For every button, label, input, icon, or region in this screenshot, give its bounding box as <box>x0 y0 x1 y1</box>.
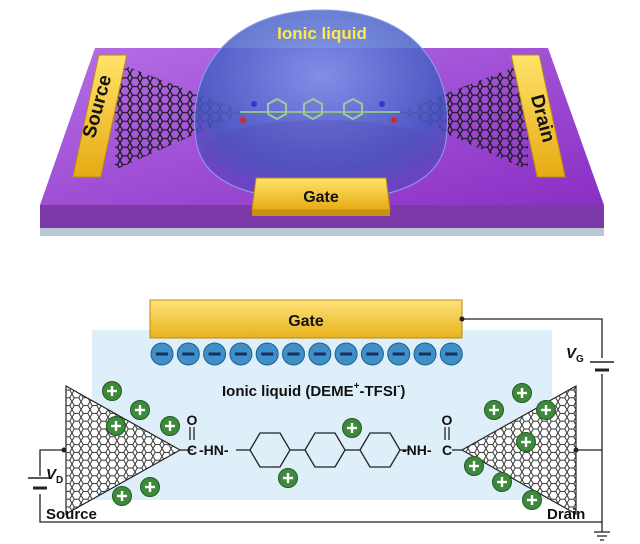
drain-label-bottom: Drain <box>547 506 585 523</box>
anion <box>439 342 463 366</box>
atom-o-left <box>240 117 246 123</box>
source-label-bottom: Source <box>46 506 97 523</box>
anion <box>203 342 227 366</box>
top-device: Source Drain Ionic liquid Gate <box>40 9 604 236</box>
ionic-liquid-label: Ionic liquid <box>277 24 367 43</box>
anion <box>150 342 174 366</box>
circuit-wires <box>39 318 603 532</box>
gate-label-bottom: Gate <box>288 313 324 330</box>
cation <box>522 490 542 510</box>
vd-label: VD <box>46 466 63 486</box>
graphene-left <box>115 62 245 170</box>
chem-hn: -HN- <box>199 442 229 458</box>
atom-o-right <box>391 117 397 123</box>
gate-electrode-top-side <box>252 210 390 216</box>
vg-label: VG <box>566 345 584 365</box>
drain-electrode-top <box>510 54 566 178</box>
ground-icon <box>594 531 610 541</box>
cation <box>106 416 126 436</box>
chem-c-left: C <box>187 442 197 458</box>
cation <box>342 418 362 438</box>
droplet-base <box>202 120 442 180</box>
atom-n-left <box>251 101 257 107</box>
cation <box>492 472 512 492</box>
cation <box>278 468 298 488</box>
anion <box>255 342 279 366</box>
anion <box>360 342 384 366</box>
bottom-schematic: VG VD Gate Ionic liquid (DEME+-TFSI-) <box>28 299 614 541</box>
anion <box>387 342 411 366</box>
cation <box>536 400 556 420</box>
drain-terminal <box>573 447 579 453</box>
cation <box>130 400 150 420</box>
anion <box>176 342 200 366</box>
chem-nh: -NH- <box>402 442 432 458</box>
chem-o-left: O <box>187 412 198 428</box>
substrate-edge <box>40 228 604 236</box>
source-terminal <box>61 447 67 453</box>
anion-row <box>150 342 463 366</box>
cation <box>160 416 180 436</box>
cation <box>516 432 536 452</box>
cation <box>112 486 132 506</box>
anion <box>229 342 253 366</box>
gate-terminal <box>459 316 465 322</box>
cation <box>464 456 484 476</box>
anion <box>308 342 332 366</box>
cation <box>484 400 504 420</box>
anion <box>334 342 358 366</box>
molecule-top <box>240 97 400 121</box>
cation <box>140 477 160 497</box>
cation <box>512 383 532 403</box>
cation-group <box>102 381 556 510</box>
cation <box>102 381 122 401</box>
anion <box>282 342 305 366</box>
ionic-liquid-full-label: Ionic liquid (DEME+-TFSI-) <box>222 381 405 400</box>
atom-n-right <box>379 101 385 107</box>
gate-label-top: Gate <box>303 189 339 206</box>
chem-c-right: C <box>442 442 452 458</box>
graphene-right <box>398 62 528 170</box>
source-electrode-top <box>72 54 128 178</box>
anion <box>413 342 437 366</box>
chem-o-right: O <box>442 412 453 428</box>
molecule-bottom <box>180 427 462 468</box>
substrate-side <box>40 205 604 228</box>
graphene-left-bottom-lattice <box>66 386 180 514</box>
